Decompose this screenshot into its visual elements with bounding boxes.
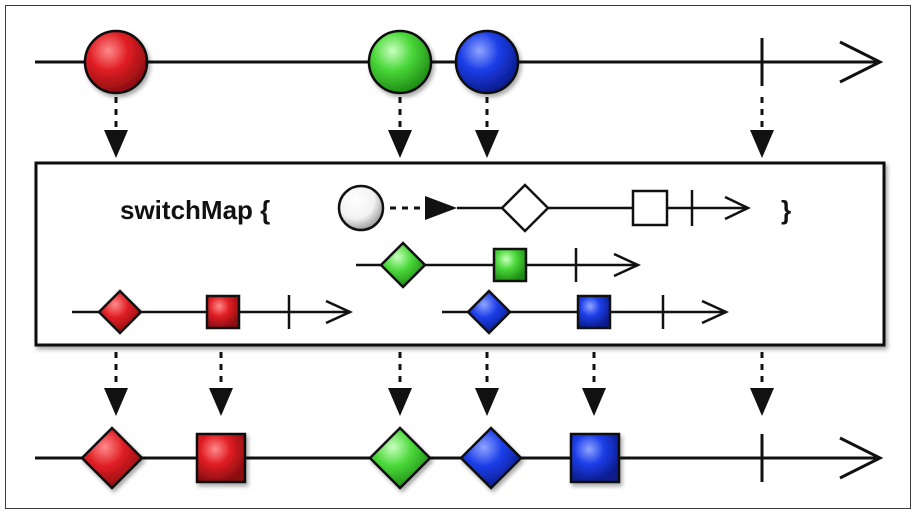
operator-box: switchMap { } xyxy=(34,161,886,347)
diagram-frame xyxy=(5,5,911,509)
operator-box-rect xyxy=(34,161,886,347)
output-arrow-1-head xyxy=(104,388,128,416)
output-arrow-complete-head xyxy=(750,388,774,416)
output-arrow-4-head xyxy=(475,388,499,416)
template-map-arrow-head xyxy=(425,196,457,220)
output-blue-diamond xyxy=(459,426,523,490)
output-arrows xyxy=(104,352,774,416)
inner-stream-green xyxy=(356,241,642,289)
inner-green-arrowhead xyxy=(613,252,642,278)
source-blue-marble xyxy=(454,29,520,95)
inner-blue-diamond xyxy=(466,289,512,335)
source-red-marble xyxy=(83,29,149,95)
inner-blue-square xyxy=(576,294,612,330)
output-green-diamond xyxy=(368,426,432,490)
output-red-square xyxy=(195,432,247,484)
output-arrow-2-head xyxy=(209,388,233,416)
inner-blue-arrowhead xyxy=(701,299,730,325)
output-timeline xyxy=(35,426,884,490)
operator-label: switchMap { xyxy=(120,195,270,225)
inner-stream-red xyxy=(72,289,354,335)
input-arrow-green-head xyxy=(388,130,412,158)
inner-red-arrowhead xyxy=(325,299,354,325)
inner-green-square xyxy=(492,247,528,283)
output-arrow-5-head xyxy=(582,388,606,416)
input-arrow-blue-head xyxy=(475,130,499,158)
template-circle xyxy=(337,184,385,232)
output-arrow-3-head xyxy=(388,388,412,416)
input-arrows xyxy=(104,97,774,158)
inner-red-square xyxy=(205,294,241,330)
source-timeline xyxy=(35,29,884,95)
input-arrow-red-head xyxy=(104,130,128,158)
output-timeline-arrowhead xyxy=(839,436,884,480)
source-timeline-arrowhead xyxy=(839,40,884,84)
projection-template xyxy=(337,183,751,233)
template-timeline-arrowhead xyxy=(724,195,751,221)
template-square xyxy=(631,189,669,227)
input-arrow-complete-head xyxy=(750,130,774,158)
inner-red-diamond xyxy=(97,289,143,335)
inner-green-diamond xyxy=(379,241,427,289)
inner-stream-blue xyxy=(442,289,730,335)
source-green-marble xyxy=(367,29,433,95)
template-diamond xyxy=(500,183,550,233)
operator-closing-brace: } xyxy=(781,195,791,225)
output-blue-square xyxy=(569,432,621,484)
output-red-diamond xyxy=(80,426,144,490)
